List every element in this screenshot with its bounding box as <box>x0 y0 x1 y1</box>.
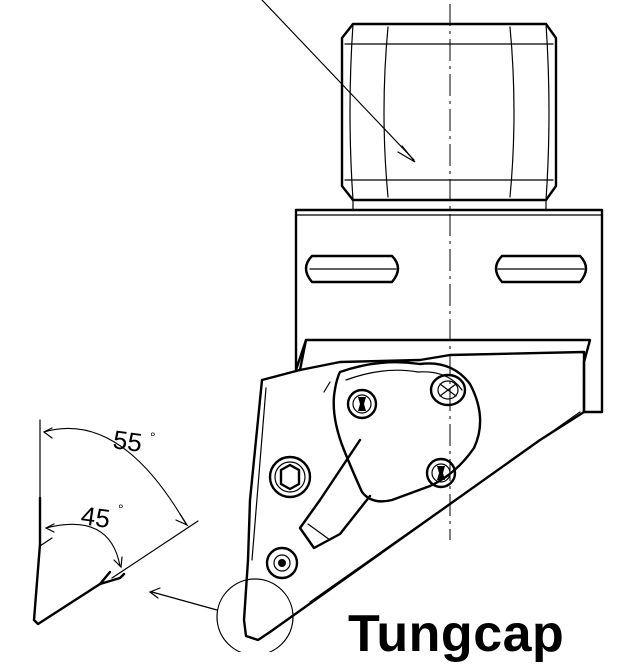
angle-55-label: 55 <box>111 424 144 458</box>
coolant-slot-right <box>494 254 588 284</box>
detail-circle <box>216 578 294 652</box>
head-body <box>294 208 604 414</box>
clamp-screw-top <box>346 388 378 420</box>
locator-pin <box>265 546 299 580</box>
angle-55-degree: ° <box>150 429 156 445</box>
coolant-nozzle <box>429 373 467 407</box>
leader-arrow <box>261 0 416 163</box>
coolant-slot-left <box>304 254 400 284</box>
cap-screw <box>268 455 312 499</box>
angle-45-label: 45 <box>79 500 112 534</box>
angle-45-dimension <box>44 523 123 569</box>
detail-insert <box>32 419 126 626</box>
clamp <box>298 361 482 550</box>
shank <box>340 22 558 211</box>
detail-arrow <box>148 587 218 611</box>
angle-45-degree: ° <box>118 501 124 517</box>
brand-logo: Tungcap <box>348 605 565 663</box>
angle-55-dimension <box>42 427 199 579</box>
clamp-screw-bottom <box>425 457 457 489</box>
